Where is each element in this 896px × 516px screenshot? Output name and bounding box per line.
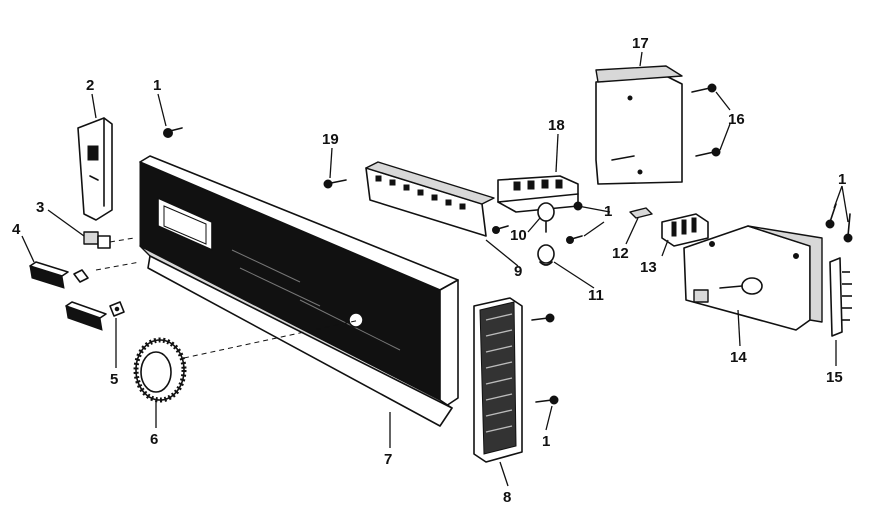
part-9-switch-housing xyxy=(365,161,495,237)
callout-11: 11 xyxy=(588,287,604,304)
callout-5: 5 xyxy=(110,371,118,388)
callout-7: 7 xyxy=(384,451,392,468)
part-10-clip xyxy=(537,202,555,233)
callout-8: 8 xyxy=(503,489,511,506)
callout-19: 19 xyxy=(322,131,339,148)
callout-1-mid: 1 xyxy=(604,203,612,220)
leader-lines xyxy=(21,51,849,487)
callout-13: 13 xyxy=(640,259,657,276)
part-7-console-panel xyxy=(139,155,459,427)
part-19-screw xyxy=(323,179,347,189)
callout-labels: 2 1 3 4 5 6 7 8 1 19 18 17 16 1 10 11 9 … xyxy=(12,35,846,506)
callout-3: 3 xyxy=(36,199,44,216)
part-3-switch xyxy=(83,231,135,249)
part-15-terminal-strip xyxy=(829,257,852,337)
callout-17: 17 xyxy=(632,35,649,52)
part-6-knob xyxy=(133,319,361,403)
callout-12: 12 xyxy=(612,245,629,262)
part-17-cover xyxy=(595,65,683,185)
screws-part-1-lower xyxy=(531,313,559,405)
part-2-bracket xyxy=(77,117,113,221)
part-12-clip xyxy=(629,207,653,219)
screws-part-1-mid xyxy=(492,225,583,244)
callout-6: 6 xyxy=(150,431,158,448)
callout-10: 10 xyxy=(510,227,527,244)
part-11-clip xyxy=(537,244,555,266)
callout-4: 4 xyxy=(12,221,21,238)
callout-2: 2 xyxy=(86,77,94,94)
part-16-screws xyxy=(691,83,721,157)
callout-1-right: 1 xyxy=(838,171,846,188)
callout-1-top: 1 xyxy=(153,77,161,94)
callout-1-bottom: 1 xyxy=(542,433,550,450)
callout-9: 9 xyxy=(514,263,522,280)
part-14-timer xyxy=(683,225,823,331)
callout-15: 15 xyxy=(826,369,843,386)
part-4-button-strip xyxy=(29,261,141,331)
part-18-switch-assembly xyxy=(497,175,583,213)
callout-18: 18 xyxy=(548,117,565,134)
screws-part-1-right xyxy=(825,203,853,243)
part-13-terminal-block xyxy=(661,213,709,247)
part-5-clip xyxy=(109,301,125,317)
part-8-vent-grille xyxy=(473,297,523,463)
screw-part-1-top xyxy=(163,127,183,138)
callout-16: 16 xyxy=(728,111,745,128)
callout-14: 14 xyxy=(730,349,747,366)
